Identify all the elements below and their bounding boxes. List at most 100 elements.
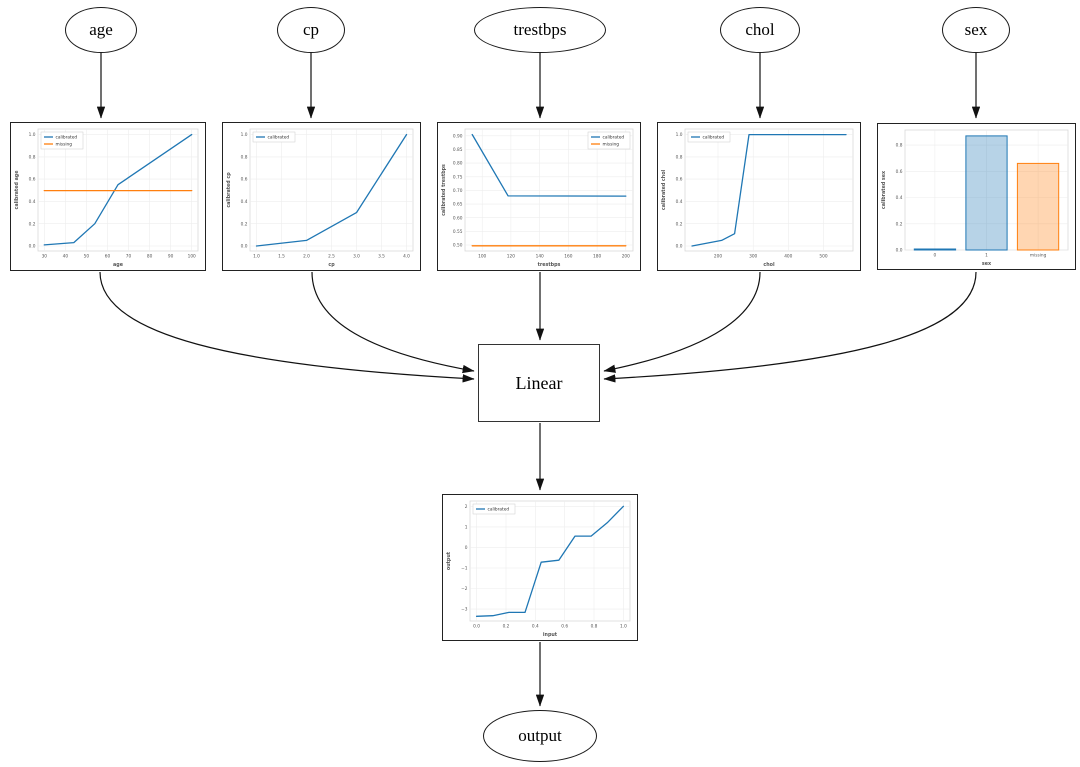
svg-text:0.2: 0.2 [241,221,248,227]
edge-sexchart-to-linear [603,271,977,383]
output-node: output [483,710,597,762]
svg-text:0.4: 0.4 [29,199,36,205]
svg-text:0.2: 0.2 [896,221,903,227]
svg-text:0.90: 0.90 [453,133,463,139]
svg-text:200: 200 [714,254,722,260]
svg-text:3.0: 3.0 [353,254,360,260]
svg-text:70: 70 [126,254,132,260]
svg-text:calibrated cp: calibrated cp [226,172,232,208]
svg-text:−1: −1 [461,566,468,572]
svg-text:100: 100 [478,254,486,260]
svg-text:0.8: 0.8 [241,155,248,161]
svg-text:0.4: 0.4 [896,195,903,201]
svg-text:90: 90 [168,254,174,260]
svg-text:300: 300 [749,254,757,260]
svg-text:0.85: 0.85 [453,147,463,153]
svg-text:0.2: 0.2 [676,221,683,227]
svg-text:80: 80 [147,254,153,260]
svg-text:age: age [113,263,124,268]
input-node-sex: sex [942,7,1010,53]
edge-agechart-to-linear [99,271,475,383]
svg-text:calibrated age: calibrated age [14,170,20,210]
svg-text:0.50: 0.50 [453,243,463,249]
svg-text:0.55: 0.55 [453,229,463,235]
svg-text:500: 500 [819,254,827,260]
svg-text:1: 1 [465,525,468,531]
edge-cholchart-to-linear [603,271,761,373]
input-node-sex-label: sex [964,20,988,39]
svg-text:0.6: 0.6 [896,169,903,175]
svg-text:0.70: 0.70 [453,188,463,194]
svg-text:120: 120 [507,254,515,260]
svg-text:180: 180 [593,254,601,260]
svg-text:0.8: 0.8 [591,624,598,630]
svg-text:0.0: 0.0 [896,248,903,254]
svg-text:calibrated: calibrated [488,507,510,513]
svg-text:input: input [543,632,558,638]
svg-text:calibrated: calibrated [268,135,290,141]
input-node-trestbps-label: trestbps [513,20,567,39]
svg-text:cp: cp [328,263,335,268]
svg-text:calibrated: calibrated [56,135,78,141]
svg-text:2: 2 [465,504,468,510]
input-node-trestbps: trestbps [474,7,606,53]
svg-text:50: 50 [84,254,90,260]
svg-text:0.6: 0.6 [241,177,248,183]
svg-text:−3: −3 [461,607,468,613]
svg-text:30: 30 [42,254,48,260]
edge-cpchart-to-linear [311,271,475,374]
svg-text:calibrated: calibrated [603,135,625,141]
svg-text:1.0: 1.0 [676,132,683,138]
svg-text:0.4: 0.4 [532,624,539,630]
svg-text:0.6: 0.6 [676,177,683,183]
svg-text:0.8: 0.8 [896,143,903,149]
svg-text:output: output [446,551,452,570]
svg-text:0.0: 0.0 [473,624,480,630]
svg-text:1.0: 1.0 [241,132,248,138]
linear-node: Linear [478,344,600,422]
input-node-cp: cp [277,7,345,53]
svg-text:0.0: 0.0 [676,244,683,250]
input-node-cp-label: cp [302,20,320,39]
svg-text:0.0: 0.0 [29,244,36,250]
svg-text:4.0: 4.0 [403,254,410,260]
svg-text:0.2: 0.2 [503,624,510,630]
svg-text:0.4: 0.4 [241,199,248,205]
svg-text:400: 400 [784,254,792,260]
input-node-age-label: age [89,20,113,39]
svg-text:200: 200 [622,254,630,260]
svg-text:0.75: 0.75 [453,174,463,180]
svg-text:calibrated: calibrated [703,135,725,141]
svg-text:sex: sex [982,262,992,267]
svg-text:0: 0 [934,253,937,259]
svg-text:missing: missing [56,142,73,148]
svg-text:140: 140 [536,254,544,260]
svg-text:0.0: 0.0 [241,244,248,250]
svg-text:0: 0 [465,545,468,551]
svg-text:1.0: 1.0 [29,132,36,138]
svg-text:0.60: 0.60 [453,215,463,221]
svg-text:0.65: 0.65 [453,202,463,208]
svg-text:trestbps: trestbps [538,262,561,268]
svg-text:100: 100 [188,254,196,260]
svg-text:2.5: 2.5 [328,254,335,260]
svg-text:missing: missing [603,142,620,148]
svg-text:1.0: 1.0 [620,624,627,630]
svg-text:0.6: 0.6 [561,624,568,630]
svg-text:1.0: 1.0 [253,254,260,260]
output-node-label: output [518,726,562,745]
linear-node-label: Linear [515,372,563,393]
svg-text:calibrated trestbps: calibrated trestbps [441,164,447,216]
svg-text:40: 40 [63,254,69,260]
